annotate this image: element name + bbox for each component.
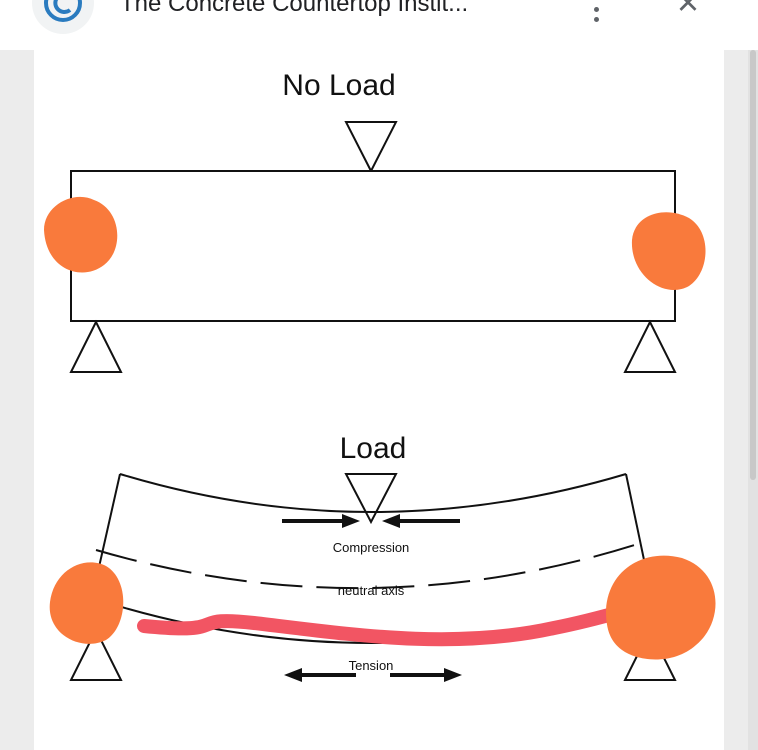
scribble-bottom-left <box>49 562 124 644</box>
left-support-triangle-loaded <box>69 627 123 681</box>
tension-arrowhead-left <box>284 668 302 682</box>
load-point-triangle-bottom <box>344 473 398 525</box>
tension-label: Tension <box>349 658 394 673</box>
menu-dot <box>593 17 599 22</box>
tension-highlight-stroke <box>137 601 641 647</box>
menu-dot <box>593 7 599 12</box>
support-scribble-marks <box>44 196 716 660</box>
compression-arrowhead-right <box>382 514 400 528</box>
tension-arrowhead-right <box>444 668 462 682</box>
more-options-button[interactable] <box>583 0 609 22</box>
unloaded-beam <box>70 170 676 322</box>
compression-arrowhead-left <box>342 514 360 528</box>
close-icon: × <box>676 0 700 24</box>
browser-header: The Concrete Countertop Instit... × <box>0 0 758 50</box>
scribble-bottom-right <box>606 555 716 660</box>
no-load-label: No Load <box>282 69 395 102</box>
right-support-triangle <box>623 319 677 373</box>
beam-top-edge <box>119 473 627 513</box>
load-point-triangle-top <box>344 121 398 174</box>
neutral-axis-line <box>95 541 645 590</box>
scroll-thumb[interactable] <box>750 50 756 480</box>
left-support-triangle <box>69 319 123 373</box>
scribble-top-left <box>44 196 118 273</box>
scrollbar[interactable] <box>748 50 758 750</box>
close-button[interactable]: × <box>668 0 708 22</box>
beam-load-diagram: No Load Load Compression neutral axis Te… <box>44 69 716 682</box>
neutral-axis-label: neutral axis <box>338 583 405 598</box>
image-card: No Load Load Compression neutral axis Te… <box>34 50 724 750</box>
compression-label: Compression <box>333 540 410 555</box>
load-label: Load <box>340 432 407 465</box>
page-title[interactable]: The Concrete Countertop Instit... <box>120 0 469 17</box>
cci-logo-icon <box>44 0 82 22</box>
scribble-top-right <box>631 212 706 290</box>
site-logo[interactable] <box>32 0 94 34</box>
